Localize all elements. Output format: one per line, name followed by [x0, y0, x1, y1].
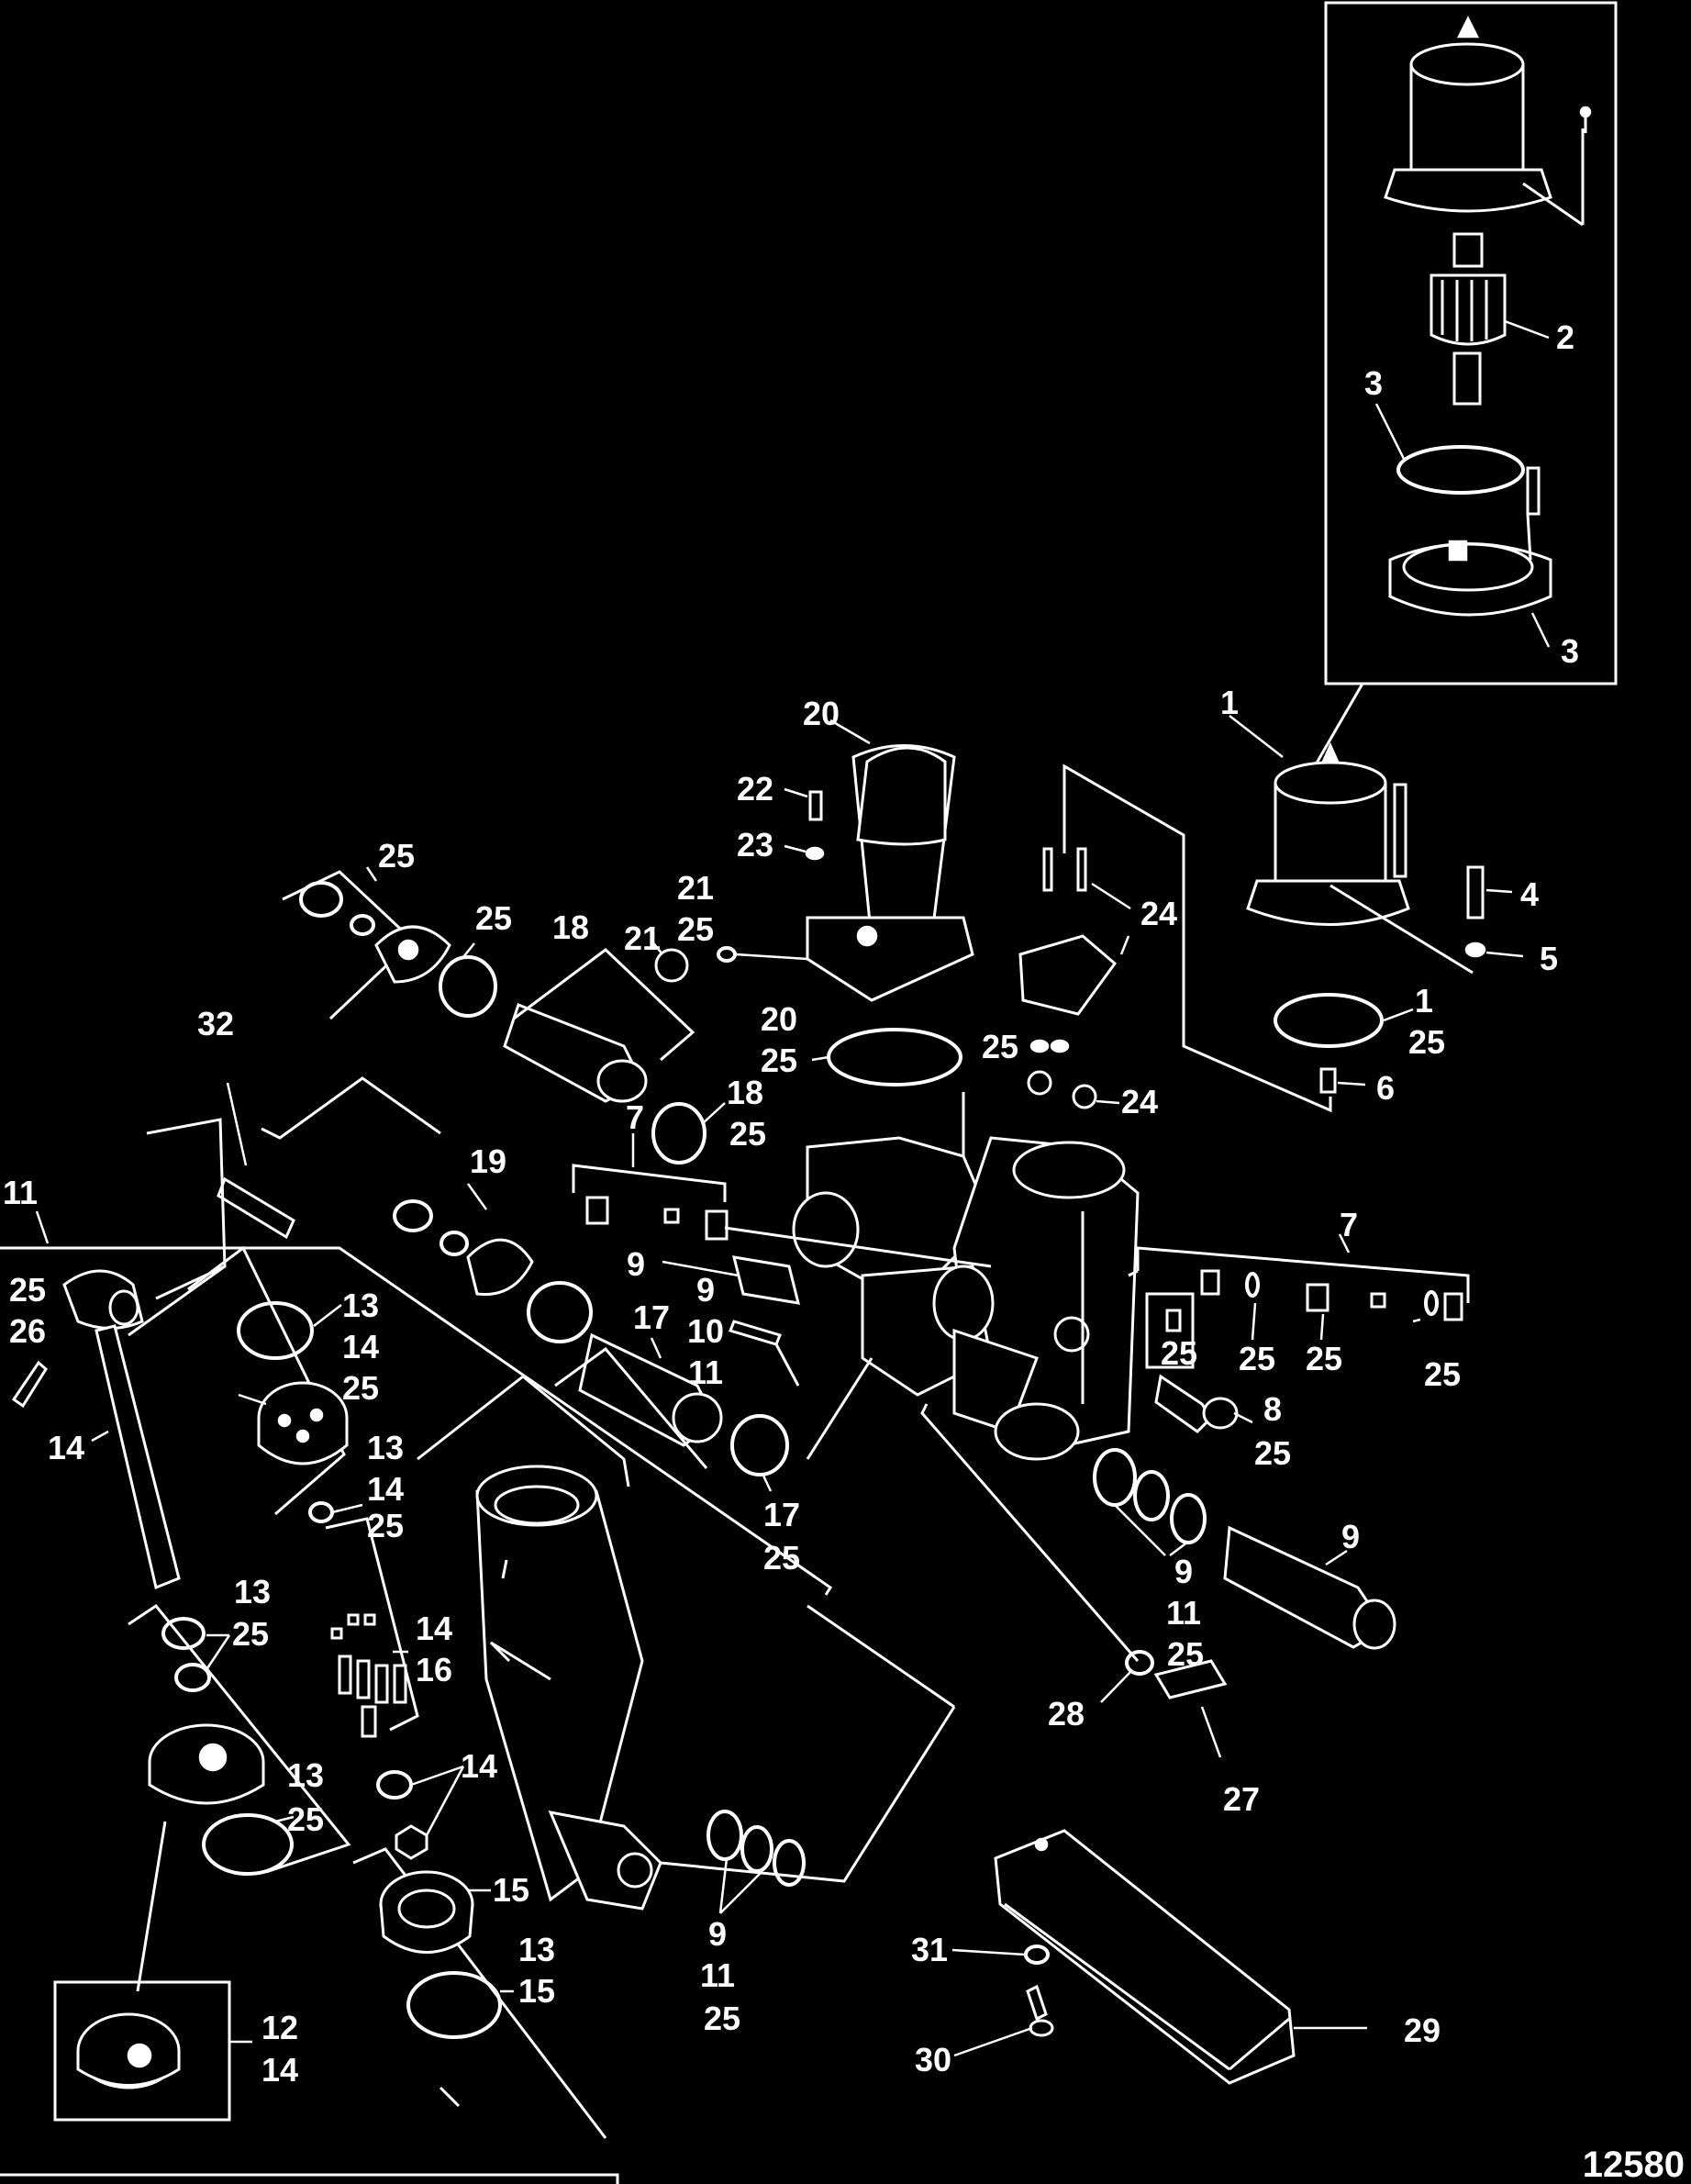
figure-number: 12580 — [1583, 2145, 1685, 2184]
callout-1-25-a: 1 — [1415, 982, 1433, 1020]
callout-15: 15 — [493, 1871, 529, 1909]
manual-release-and-pins — [662, 1255, 1396, 1758]
callout-19: 19 — [470, 1142, 506, 1180]
callout-25-26-a: 25 — [9, 1271, 46, 1309]
callout-13-25-b-b: 25 — [287, 1800, 324, 1838]
callout-13-14-25-mid-a: 13 — [367, 1429, 404, 1466]
callout-3-ring: 3 — [1364, 364, 1383, 402]
callout-13-14-25-top-a: 13 — [342, 1287, 379, 1324]
check-valve-right — [1128, 1233, 1470, 1369]
callout-25-r4: 25 — [1424, 1355, 1461, 1393]
callout-25-r3: 25 — [1306, 1340, 1342, 1377]
callout-9-11-25-rings-c: 25 — [1167, 1635, 1204, 1673]
callout-1-top: 1 — [1220, 684, 1239, 721]
callout-21-25-a: 21 — [677, 869, 714, 907]
callout-14-nut: 14 — [461, 1747, 497, 1785]
callout-13-14-25-top-c: 25 — [342, 1369, 379, 1407]
callout-7-right: 7 — [1340, 1206, 1358, 1243]
callout-13-25-b-a: 13 — [287, 1756, 324, 1794]
callout-25-r2: 25 — [1239, 1340, 1275, 1377]
callout-13-15-a: 13 — [518, 1931, 555, 1968]
callout-9-11-25-rings-a: 9 — [1174, 1553, 1193, 1590]
callout-13-14-25-mid-c: 25 — [367, 1507, 404, 1544]
callout-31: 31 — [911, 1931, 948, 1968]
callout-32: 32 — [197, 1005, 234, 1042]
callout-9-11-25-bottom-a: 9 — [708, 1915, 727, 1953]
callout-9-10-11-b: 10 — [687, 1312, 724, 1350]
trim-cylinder-frame — [0, 1210, 833, 2184]
callout-9-11-25-bottom-b: 11 — [700, 1956, 735, 1994]
callout-20-25-a: 20 — [761, 1000, 797, 1038]
callout-13-14-25-mid-b: 14 — [367, 1470, 404, 1508]
callout-30: 30 — [915, 2041, 951, 2078]
trim-cylinder — [417, 1357, 956, 1914]
callout-21-25-b: 25 — [677, 910, 714, 948]
callout-3-base: 3 — [1561, 632, 1579, 670]
callout-24-top: 24 — [1140, 895, 1177, 932]
callout-2: 2 — [1556, 318, 1574, 356]
anode-block — [951, 1829, 1367, 2085]
pump-manifold — [792, 1092, 1140, 1461]
callout-25-top: 25 — [378, 837, 415, 875]
callout-13-15-b: 15 — [518, 1972, 555, 2010]
callout-25-r1: 25 — [1161, 1334, 1197, 1372]
callout-8-25-b: 25 — [1254, 1434, 1291, 1472]
callout-20: 20 — [803, 695, 840, 732]
callout-6: 6 — [1376, 1069, 1395, 1107]
callout-27: 27 — [1223, 1780, 1260, 1818]
callout-28: 28 — [1048, 1695, 1085, 1733]
callout-17: 17 — [633, 1298, 670, 1336]
pump-motor — [1062, 683, 1524, 1113]
callout-9-pin: 9 — [1341, 1518, 1360, 1555]
check-valve-left — [572, 1133, 992, 1268]
callout-25-26-b: 26 — [9, 1312, 46, 1350]
callout-20-25-b: 25 — [761, 1042, 797, 1079]
callout-9-sleeve: 9 — [627, 1245, 645, 1283]
callout-4: 4 — [1520, 875, 1539, 913]
callout-29: 29 — [1404, 2011, 1441, 2049]
callout-18-25-b: 25 — [729, 1115, 766, 1153]
piston-components — [53, 1245, 607, 2139]
callout-25-valve: 25 — [982, 1028, 1018, 1065]
callout-7-left: 7 — [626, 1098, 644, 1136]
callout-14-16-b: 16 — [416, 1651, 452, 1688]
callout-17-25-a: 17 — [763, 1496, 800, 1533]
tilt-ram-seals — [217, 866, 789, 1492]
callout-18-25-a: 18 — [727, 1074, 763, 1111]
callout-9-10-11-c: 11 — [688, 1354, 723, 1391]
piston-rod — [11, 1118, 227, 1590]
callout-21: 21 — [624, 919, 661, 957]
callout-25-seal: 25 — [475, 899, 512, 937]
callout-18: 18 — [552, 908, 589, 946]
callout-11-frame: 11 — [3, 1174, 38, 1211]
callout-22: 22 — [737, 770, 773, 808]
valve-assembly — [1018, 847, 1131, 1109]
callout-13-14-25-top-b: 14 — [342, 1328, 379, 1365]
motor-detail-inset — [1324, 1, 1618, 685]
callout-1-25-b: 25 — [1408, 1023, 1445, 1061]
callout-labels: 1 2 3 3 1 25 4 5 6 7 7 8 25 9 9 10 11 9 … — [3, 318, 1579, 2089]
callout-14-16-a: 14 — [416, 1610, 452, 1647]
reservoir — [651, 719, 974, 1086]
callout-5: 5 — [1540, 940, 1558, 977]
callout-8-25-a: 8 — [1263, 1390, 1282, 1428]
callout-9-10-11-a: 9 — [696, 1271, 715, 1309]
callout-13-25-a-a: 13 — [234, 1573, 271, 1610]
callout-12-14-a: 12 — [261, 2009, 298, 2046]
callout-12-14-b: 14 — [261, 2051, 298, 2089]
callout-23: 23 — [737, 826, 773, 864]
callout-9-11-25-bottom-c: 25 — [704, 2000, 740, 2037]
callout-13-25-a-b: 25 — [232, 1615, 269, 1653]
callout-9-11-25-rings-b: 11 — [1166, 1594, 1201, 1632]
callout-14-rod: 14 — [48, 1429, 84, 1466]
callout-17-25-b: 25 — [763, 1539, 800, 1577]
callout-24-bottom: 24 — [1121, 1083, 1158, 1120]
